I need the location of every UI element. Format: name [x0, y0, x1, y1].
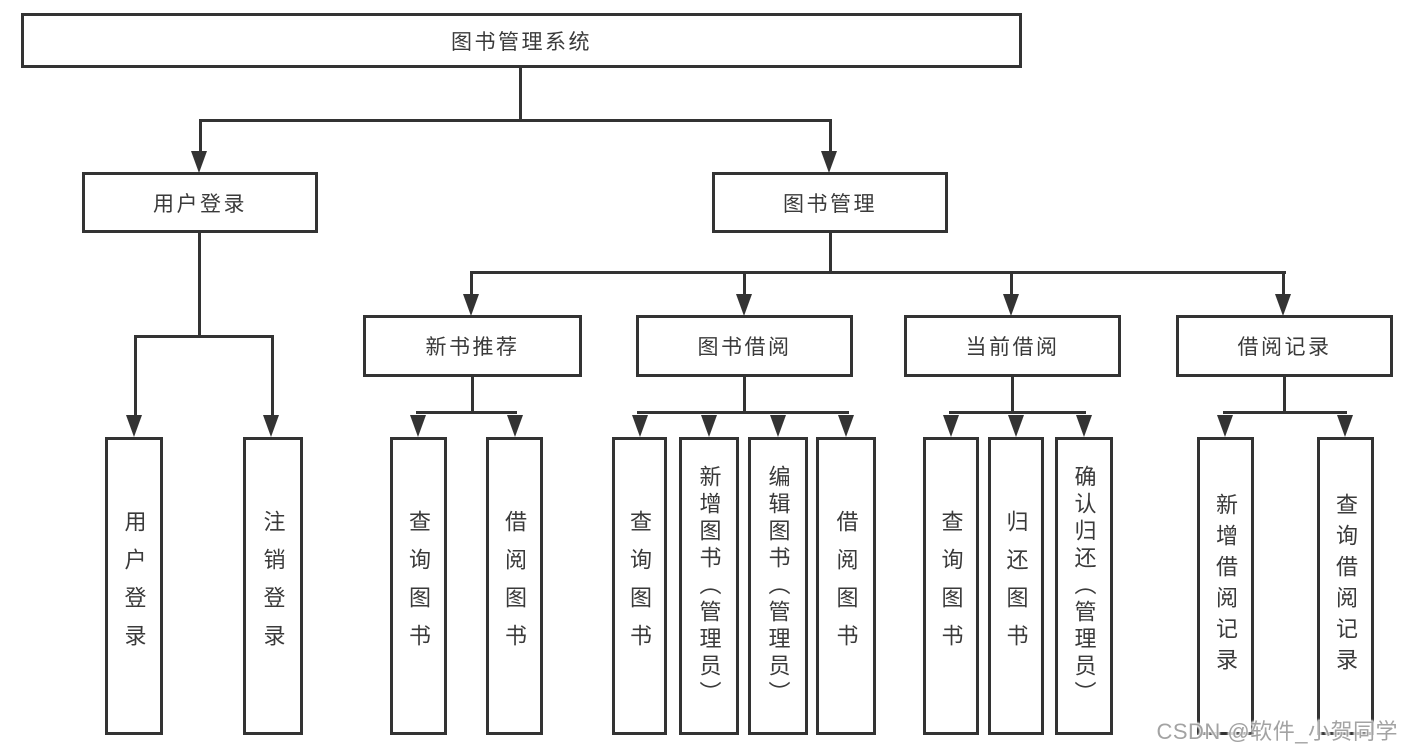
- connector-current-borrow-stem: [1011, 377, 1014, 414]
- arrowhead-leaf-return-books: [1008, 415, 1024, 437]
- connector-book-management-branch: [470, 271, 1286, 274]
- csdn-watermark: CSDN @软件_小贺同学: [1156, 719, 1398, 744]
- arrowhead-new-book: [463, 294, 479, 316]
- leaf-query-books-1-label: 查询图书: [406, 510, 432, 662]
- leaf-query-books-2: 查询图书: [612, 437, 667, 735]
- arrowhead-leaf-query-books-3: [943, 415, 959, 437]
- node-root-library-system: 图书管理系统: [21, 13, 1022, 68]
- connector-book-borrow-stem: [743, 377, 746, 414]
- arrowhead-leaf-query-books-1: [410, 415, 426, 437]
- arrowhead-leaf-borrow-books-2: [838, 415, 854, 437]
- connector-user-login-branch: [134, 335, 274, 338]
- arrowhead-leaf-borrow-books-1: [507, 415, 523, 437]
- leaf-user-login: 用户登录: [105, 437, 163, 735]
- connector-new-book-stem: [471, 377, 474, 414]
- node-book-borrow: 图书借阅: [636, 315, 853, 377]
- leaf-borrow-books-1: 借阅图书: [486, 437, 543, 735]
- leaf-add-books-admin-label: 新增图书（管理员）: [696, 464, 722, 708]
- leaf-query-books-2-label: 查询图书: [627, 510, 653, 662]
- arrowhead-leaf-user-login: [126, 415, 142, 437]
- leaf-confirm-return-admin: 确认归还（管理员）: [1055, 437, 1113, 735]
- node-current-borrow-label: 当前借阅: [965, 336, 1060, 359]
- node-new-book-recommend: 新书推荐: [363, 315, 582, 377]
- leaf-borrow-books-1-label: 借阅图书: [502, 510, 528, 662]
- leaf-add-borrow-record-label: 新增借阅记录: [1213, 493, 1239, 679]
- node-borrow-record-label: 借阅记录: [1237, 336, 1332, 359]
- leaf-edit-books-admin: 编辑图书（管理员）: [748, 437, 808, 735]
- leaf-add-books-admin: 新增图书（管理员）: [679, 437, 739, 735]
- connector-stem-new-book: [470, 271, 473, 298]
- leaf-return-books-label: 归还图书: [1003, 510, 1029, 662]
- connector-stem-borrow-record: [1282, 271, 1285, 298]
- connector-user-login-stem: [198, 233, 201, 338]
- connector-root-branch: [199, 119, 832, 122]
- leaf-return-books: 归还图书: [988, 437, 1044, 735]
- arrowhead-user-login: [191, 151, 207, 173]
- node-current-borrow: 当前借阅: [904, 315, 1121, 377]
- node-root-label: 图书管理系统: [451, 30, 592, 54]
- connector-borrow-record-stem: [1283, 377, 1286, 414]
- leaf-logout: 注销登录: [243, 437, 303, 735]
- arrowhead-leaf-add-books: [701, 415, 717, 437]
- connector-book-management-stem: [829, 233, 832, 274]
- arrowhead-leaf-add-borrow-record: [1217, 415, 1233, 437]
- node-book-management: 图书管理: [712, 172, 948, 233]
- connector-root-stem: [519, 68, 522, 121]
- arrowhead-leaf-edit-books: [770, 415, 786, 437]
- connector-stem-user-login: [199, 119, 202, 154]
- connector-new-book-branch: [416, 411, 517, 414]
- arrowhead-current-borrow: [1003, 294, 1019, 316]
- connector-stem-leaf-logout: [271, 335, 274, 419]
- leaf-edit-books-admin-label: 编辑图书（管理员）: [765, 464, 791, 708]
- leaf-query-borrow-record-label: 查询借阅记录: [1333, 493, 1359, 679]
- leaf-logout-label: 注销登录: [260, 510, 286, 662]
- connector-stem-book-management: [829, 119, 832, 154]
- leaf-query-books-3-label: 查询图书: [938, 510, 964, 662]
- leaf-borrow-books-2: 借阅图书: [816, 437, 876, 735]
- connector-stem-book-borrow: [743, 271, 746, 298]
- connector-stem-current-borrow: [1010, 271, 1013, 298]
- connector-borrow-record-branch: [1223, 411, 1347, 414]
- arrowhead-leaf-query-books-2: [632, 415, 648, 437]
- arrowhead-book-management: [821, 151, 837, 173]
- node-user-login-label: 用户登录: [153, 192, 247, 216]
- node-book-borrow-label: 图书借阅: [697, 336, 792, 359]
- arrowhead-borrow-record: [1275, 294, 1291, 316]
- connector-book-borrow-branch: [637, 411, 849, 414]
- node-new-book-recommend-label: 新书推荐: [425, 336, 520, 359]
- leaf-borrow-books-2-label: 借阅图书: [833, 510, 859, 662]
- leaf-user-login-label: 用户登录: [121, 510, 147, 662]
- node-book-management-label: 图书管理: [783, 192, 877, 216]
- arrowhead-leaf-query-borrow-record: [1337, 415, 1353, 437]
- leaf-query-books-3: 查询图书: [923, 437, 979, 735]
- connector-current-borrow-branch: [949, 411, 1086, 414]
- leaf-query-books-1: 查询图书: [390, 437, 447, 735]
- arrowhead-book-borrow: [736, 294, 752, 316]
- connector-stem-leaf-user-login: [134, 335, 137, 419]
- leaf-query-borrow-record: 查询借阅记录: [1317, 437, 1374, 735]
- arrowhead-leaf-logout: [263, 415, 279, 437]
- leaf-add-borrow-record: 新增借阅记录: [1197, 437, 1254, 735]
- node-user-login: 用户登录: [82, 172, 318, 233]
- node-borrow-record: 借阅记录: [1176, 315, 1393, 377]
- arrowhead-leaf-confirm-return: [1076, 415, 1092, 437]
- leaf-confirm-return-admin-label: 确认归还（管理员）: [1071, 464, 1097, 708]
